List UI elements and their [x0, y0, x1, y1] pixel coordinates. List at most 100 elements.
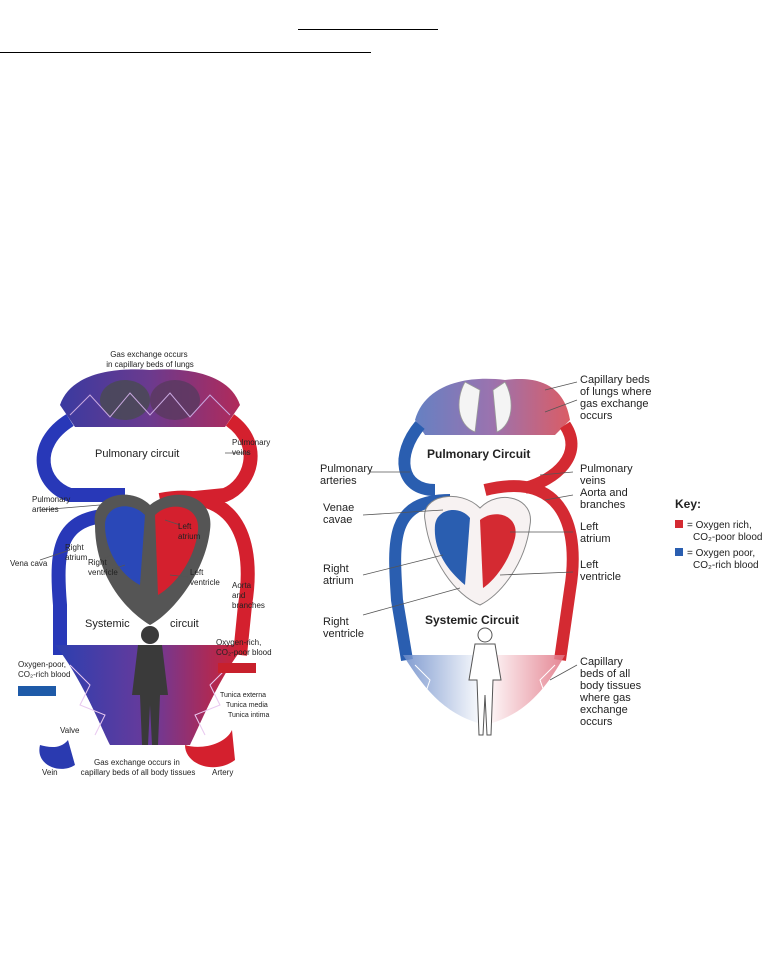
pulmonary-arteries-label-2: arteries [32, 505, 59, 514]
svg-text:Right ventricle: Right ventricle [88, 558, 118, 577]
svg-text:Oxygen-poor, CO₂-rich bloo: Oxygen-poor, CO₂-rich blood [18, 660, 70, 679]
vein-cross-section [39, 740, 75, 769]
aorta-label-1: Aorta and [580, 487, 628, 499]
top-rule-short [298, 29, 438, 30]
artery-label: Artery [212, 768, 233, 777]
oxygen-poor-label-2: CO₂-rich blood [18, 670, 70, 679]
oxygen-rich-label-1: Oxygen-rich, [216, 638, 261, 647]
top-rule-long [0, 52, 371, 53]
svg-text:Gas exchange occurs in cap: Gas exchange occurs in capillary beds of… [106, 350, 194, 369]
circuit-label: circuit [170, 618, 199, 630]
left-ventricle-label-1: Left [580, 559, 598, 571]
pulmonary-circuit-label: Pulmonary circuit [95, 448, 179, 460]
left-heart [94, 494, 211, 625]
svg-text:Capillary beds of all: Capillary beds of all body tissues where… [579, 656, 644, 728]
capillary-body-label-1: Capillary [580, 656, 623, 668]
capillary-lungs-label-1: Capillary beds [580, 374, 650, 386]
oxygen-poor-swatch [18, 686, 56, 696]
pulmonary-arteries-label-2: arteries [320, 475, 357, 487]
venae-cavae-label-1: Venae [323, 502, 354, 514]
left-ventricle-label-2: ventricle [580, 571, 621, 583]
tunica-intima-label: Tunica intima [228, 712, 269, 719]
right-atrium-label-2: atrium [323, 575, 354, 587]
valve-label: Valve [60, 726, 80, 735]
venae-cavae-label-2: cavae [323, 514, 352, 526]
right-ventricle-label-2: ventricle [323, 628, 364, 640]
key-rich-2: CO₂-poor blood [693, 532, 762, 543]
pulmonary-veins-label-1: Pulmonary [232, 438, 270, 447]
lung-capillaries [415, 378, 570, 435]
capillary-lungs-label-3: gas exchange [580, 398, 649, 410]
svg-text:Left atrium: Left atrium [580, 521, 611, 545]
key-title: Key: [675, 497, 701, 511]
lung-exchange-note-1: Gas exchange occurs [110, 350, 187, 359]
svg-text:Right atrium: Right atrium [323, 563, 354, 587]
svg-text:Aorta and branches: Aorta and branches [580, 487, 631, 511]
vena-cava-label: Vena cava [10, 559, 48, 568]
left-circulation-diagram: Gas exchange occurs in capillary beds of… [10, 350, 272, 777]
body-exchange-note-2: capillary beds of all body tissues [81, 768, 196, 777]
human-outline-icon [468, 627, 502, 736]
right-atrium-label-1: Right [65, 543, 84, 552]
pulmonary-arteries-label-1: Pulmonary [32, 495, 70, 504]
key-poor-1: = Oxygen poor, [687, 548, 755, 559]
svg-text:Pulmonary veins: Pulmonary veins [232, 438, 272, 457]
systemic-label: Systemic [85, 618, 130, 630]
capillary-body-label-3: body tissues [580, 680, 642, 692]
tunica-media-label: Tunica media [226, 702, 268, 709]
key-rich-1: = Oxygen rich, [687, 520, 752, 531]
venae-cavae-vessel [389, 494, 451, 661]
right-ventricle-label-2: ventricle [88, 568, 118, 577]
svg-text:= Oxygen poor, CO₂-rich: = Oxygen poor, CO₂-rich blood [687, 548, 759, 571]
svg-text:Pulmonary arteries: Pulmonary arteries [32, 495, 72, 514]
right-ventricle-label-1: Right [88, 558, 107, 567]
capillary-lungs-label-4: occurs [580, 410, 613, 422]
pulmonary-vein-loop [174, 414, 258, 507]
aorta-vessel [483, 480, 579, 661]
right-atrium-label-1: Right [323, 563, 349, 575]
human-silhouette-icon [132, 626, 168, 745]
left-ventricle-label-1: Left [190, 568, 204, 577]
right-heart [424, 495, 531, 606]
left-atrium-label-2: atrium [178, 532, 201, 541]
aorta-label-2: and [232, 591, 245, 600]
pulmonary-arteries-vessel [398, 421, 436, 496]
svg-text:Left ventricle: Left ventricle [190, 568, 220, 587]
pulmonary-veins-label-1: Pulmonary [580, 463, 633, 475]
svg-text:Capillary beds of lungs wh: Capillary beds of lungs where gas exchan… [580, 374, 655, 422]
capillary-body-label-2: beds of all [580, 668, 630, 680]
systemic-circuit-title: Systemic Circuit [425, 613, 519, 627]
svg-text:Pulmonary veins: Pulmonary veins [580, 463, 636, 487]
aorta-label-2: branches [580, 499, 626, 511]
key-blue-swatch [675, 548, 683, 556]
oxygen-rich-swatch [218, 663, 256, 673]
svg-text:= Oxygen rich, CO₂-poor: = Oxygen rich, CO₂-poor blood [687, 520, 762, 543]
vein-label: Vein [42, 768, 58, 777]
aorta-label-1: Aorta [232, 581, 252, 590]
svg-text:Right ventricle: Right ventricle [323, 616, 364, 640]
svg-text:Right atrium: Right atrium [65, 543, 88, 562]
capillary-lungs-label-2: of lungs where [580, 386, 652, 398]
svg-text:Venae cavae: Venae cavae [323, 502, 357, 526]
svg-text:Gas exchange occurs in cap: Gas exchange occurs in capillary beds of… [81, 758, 196, 777]
oxygen-rich-label-2: CO₂-poor blood [216, 648, 272, 657]
lung-capillary-bed [60, 369, 240, 427]
pulmonary-artery-loop [36, 414, 125, 502]
right-ventricle-label-1: Right [323, 616, 349, 628]
left-atrium-label-1: Left [580, 521, 598, 533]
pulmonary-arteries-label-1: Pulmonary [320, 463, 373, 475]
left-ventricle-label-2: ventricle [190, 578, 220, 587]
pulmonary-veins-label-2: veins [232, 448, 251, 457]
capillary-body-label-5: exchange [580, 704, 628, 716]
left-atrium-label-2: atrium [580, 533, 611, 545]
pulmonary-circuit-title: Pulmonary Circuit [427, 447, 530, 461]
svg-text:Left ventricle: Left ventricle [580, 559, 621, 583]
aorta-label-3: branches [232, 601, 265, 610]
svg-text:Aorta and branches: Aorta and branches [232, 581, 265, 610]
svg-text:Left atrium: Left atrium [178, 522, 201, 541]
svg-text:Pulmonary arteries: Pulmonary arteries [320, 463, 376, 487]
color-key: Key: = Oxygen rich, CO₂-poor blood = Oxy… [675, 497, 762, 571]
oxygen-poor-label-1: Oxygen-poor, [18, 660, 66, 669]
right-atrium-label-2: atrium [65, 553, 88, 562]
svg-text:Oxygen-rich, CO₂-poor bloo: Oxygen-rich, CO₂-poor blood [216, 638, 272, 657]
